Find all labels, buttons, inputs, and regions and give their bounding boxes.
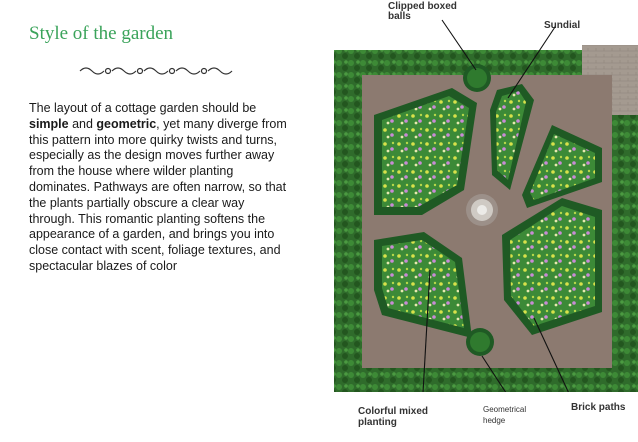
label-sundial: Sundial — [544, 20, 581, 31]
body-paragraph: The layout of a cottage garden should be… — [29, 101, 291, 275]
decorative-divider — [78, 64, 238, 83]
text-segment: , yet many diverge from this pattern int… — [29, 116, 287, 273]
label-clipped-boxed-balls: Clipped boxed balls — [388, 1, 457, 22]
label-geometrical-hedge: Geometrical hedge — [483, 405, 527, 425]
garden-plan-illustration — [312, 0, 638, 442]
text-segment: and — [68, 116, 97, 131]
label-colorful-mixed-planting: Colorful mixed planting — [358, 406, 429, 428]
text-segment: The layout of a cottage garden should be — [29, 101, 257, 115]
page-title: Style of the garden — [29, 23, 174, 44]
bold-word-geometric: geometric — [96, 116, 157, 131]
label-brick-paths: Brick paths — [571, 402, 626, 413]
bold-word-simple: simple — [29, 116, 69, 131]
